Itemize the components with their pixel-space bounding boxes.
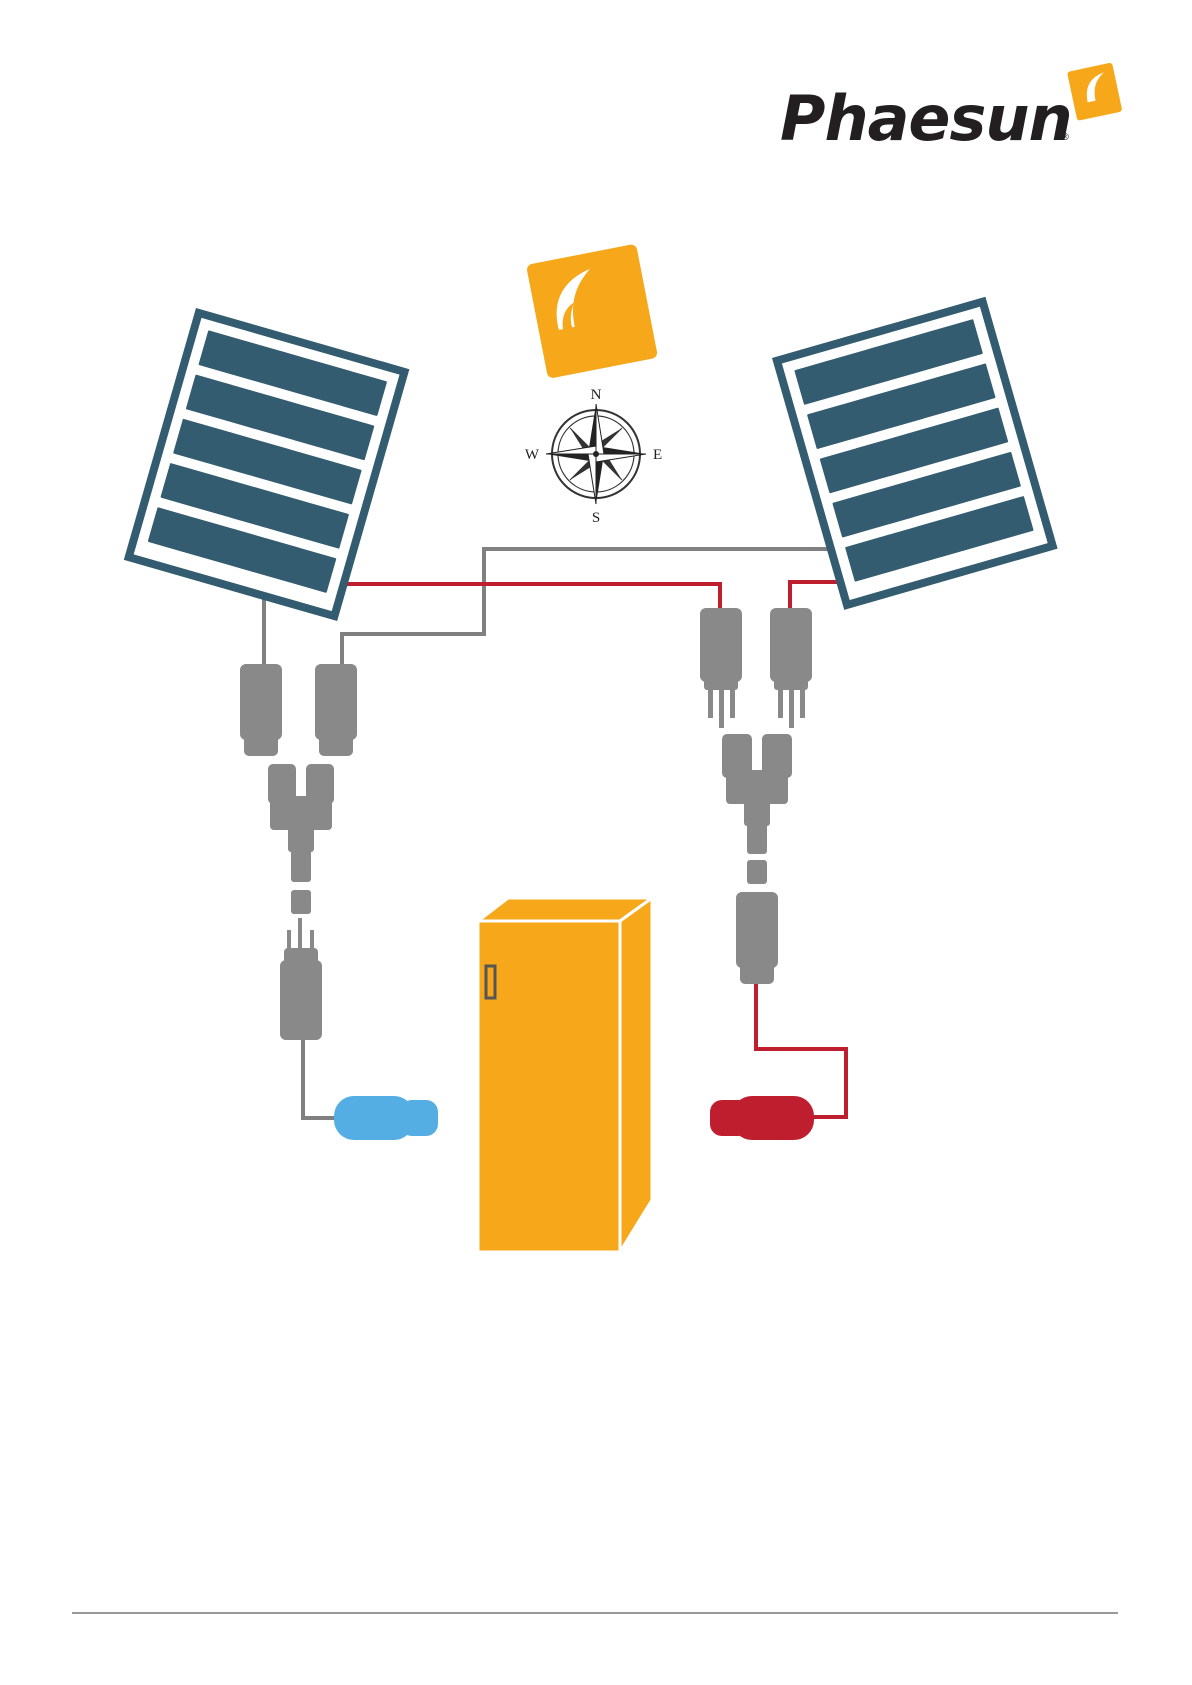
cable-right-panel-negative xyxy=(342,549,845,664)
positive-terminal xyxy=(710,1096,814,1140)
branch-connector-icon xyxy=(268,764,334,882)
negative-terminal xyxy=(334,1096,438,1140)
branch-connector-icon xyxy=(722,734,792,854)
cable-right-panel-positive xyxy=(790,582,842,608)
right-connector-chain xyxy=(700,608,812,984)
solar-panel-left xyxy=(124,308,410,621)
compass-rose-icon: N S E W xyxy=(525,387,662,526)
sun-logo-icon xyxy=(1067,62,1122,120)
compass-west-label: W xyxy=(525,447,540,463)
mc4-plug xyxy=(700,608,742,728)
solar-panel-right xyxy=(772,297,1058,610)
cable-left-panel-positive xyxy=(346,584,720,608)
sun-tile-icon xyxy=(526,244,658,379)
compass-south-label: S xyxy=(592,510,600,526)
brand-wordmark: Phaesun xyxy=(780,82,1072,155)
mc4-plug xyxy=(280,918,322,1040)
inverter-cabinet-icon xyxy=(478,898,652,1252)
left-connector-chain xyxy=(240,664,357,1040)
compass-east-label: E xyxy=(653,447,662,463)
registered-mark: ® xyxy=(1060,132,1070,143)
mc4-connector xyxy=(736,892,778,984)
brand-logo: Phaesun ® xyxy=(780,62,1122,155)
coupling-sleeve xyxy=(747,860,767,884)
mc4-connector xyxy=(240,664,282,756)
coupling-sleeve xyxy=(291,890,311,914)
mc4-connector xyxy=(315,664,357,756)
mc4-plug xyxy=(770,608,812,728)
cable-output-negative xyxy=(303,1040,338,1118)
compass-north-label: N xyxy=(591,387,602,403)
